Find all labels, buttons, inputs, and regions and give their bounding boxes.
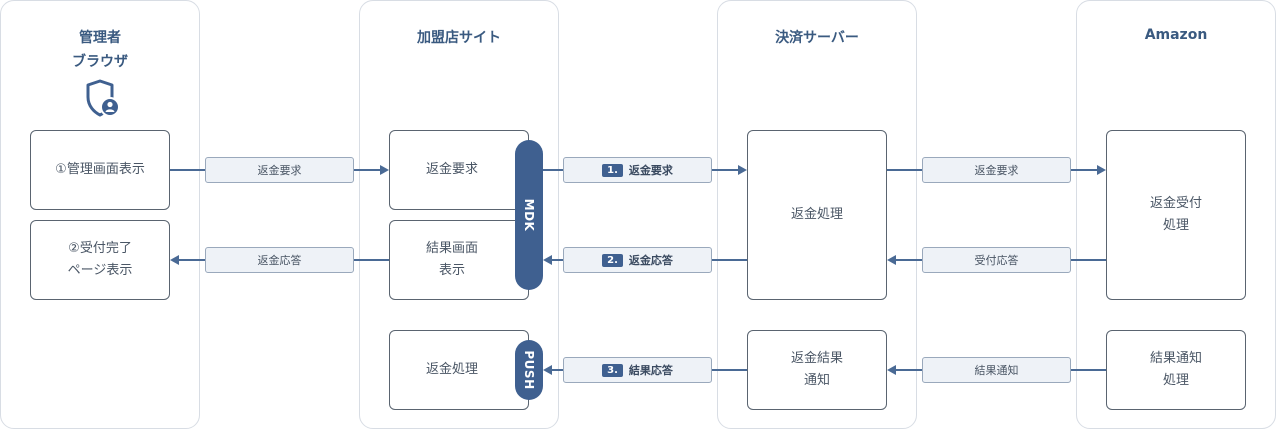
label-b3: 3. 結果応答 <box>563 357 712 383</box>
amazon-accept-line1: 返金受付 <box>1149 196 1202 211</box>
lane-title-payment: 決済サーバー <box>775 30 859 46</box>
label-b2-text: 返金応答 <box>628 254 673 267</box>
mdk-label: MDK <box>522 198 536 232</box>
payment-process-text: 返金処理 <box>790 207 843 222</box>
merchant-process-text: 返金処理 <box>425 362 478 377</box>
label-b3-text: 結果応答 <box>628 364 673 377</box>
push-pill: PUSH <box>515 340 543 400</box>
label-b2: 2. 返金応答 <box>563 247 712 273</box>
label-b1-number: 1. <box>602 163 623 177</box>
push-label: PUSH <box>522 350 536 390</box>
admin-done-line2: ページ表示 <box>67 263 133 278</box>
merchant-process-box: 返金処理 <box>389 330 529 410</box>
payment-process-box: 返金処理 <box>747 130 887 300</box>
merchant-request-box: 返金要求 <box>389 130 529 210</box>
arrow-head-a1 <box>380 165 389 175</box>
label-c2-text: 受付応答 <box>974 254 1019 267</box>
label-a1-text: 返金要求 <box>257 164 302 177</box>
merchant-result-line2: 表示 <box>438 263 465 278</box>
label-c2: 受付応答 <box>922 247 1071 273</box>
mdk-pill: MDK <box>515 140 543 290</box>
lane-title-merchant: 加盟店サイト <box>417 30 501 46</box>
admin-display-box: ①管理画面表示 <box>30 130 170 210</box>
label-b3-number: 3. <box>602 363 623 377</box>
label-c1-text: 返金要求 <box>974 164 1019 177</box>
payment-notify-line1: 返金結果 <box>790 351 843 366</box>
payment-notify-line2: 通知 <box>803 373 830 388</box>
label-c1: 返金要求 <box>922 157 1071 183</box>
arrow-head-c2 <box>887 255 896 265</box>
arrow-head-b1 <box>738 165 747 175</box>
label-b1: 1. 返金要求 <box>563 157 712 183</box>
amazon-notify-box: 結果通知 処理 <box>1106 330 1246 410</box>
label-c3: 結果通知 <box>922 357 1071 383</box>
merchant-result-line1: 結果画面 <box>425 241 478 256</box>
label-c3-text: 結果通知 <box>974 364 1019 377</box>
arrow-head-c3 <box>887 365 896 375</box>
label-a2: 返金応答 <box>205 247 354 273</box>
arrow-head-a2 <box>170 255 179 265</box>
arrow-head-c1 <box>1097 165 1106 175</box>
payment-notify-box: 返金結果 通知 <box>747 330 887 410</box>
admin-done-line1: ②受付完了 <box>68 241 132 256</box>
arrow-head-b3 <box>543 365 552 375</box>
merchant-request-text: 返金要求 <box>425 162 478 177</box>
arrow-head-b2 <box>543 255 552 265</box>
merchant-result-box: 結果画面 表示 <box>389 220 529 300</box>
lane-title-admin: 管理者 <box>79 30 121 46</box>
lane-title-amazon: Amazon <box>1144 27 1208 43</box>
lane-admin: 管理者 ブラウザ <box>0 0 200 429</box>
amazon-notify-line2: 処理 <box>1162 373 1189 388</box>
shield-user-icon <box>86 79 120 117</box>
label-a1: 返金要求 <box>205 157 354 183</box>
label-a2-text: 返金応答 <box>257 254 302 267</box>
lane-subtitle-browser: ブラウザ <box>72 54 128 70</box>
amazon-accept-box: 返金受付 処理 <box>1106 130 1246 300</box>
admin-display-text: ①管理画面表示 <box>55 162 145 177</box>
amazon-notify-line1: 結果通知 <box>1149 351 1202 366</box>
label-b1-text: 返金要求 <box>628 164 673 177</box>
admin-done-box: ②受付完了 ページ表示 <box>30 220 170 300</box>
amazon-accept-line2: 処理 <box>1162 218 1189 233</box>
label-b2-number: 2. <box>602 253 623 267</box>
